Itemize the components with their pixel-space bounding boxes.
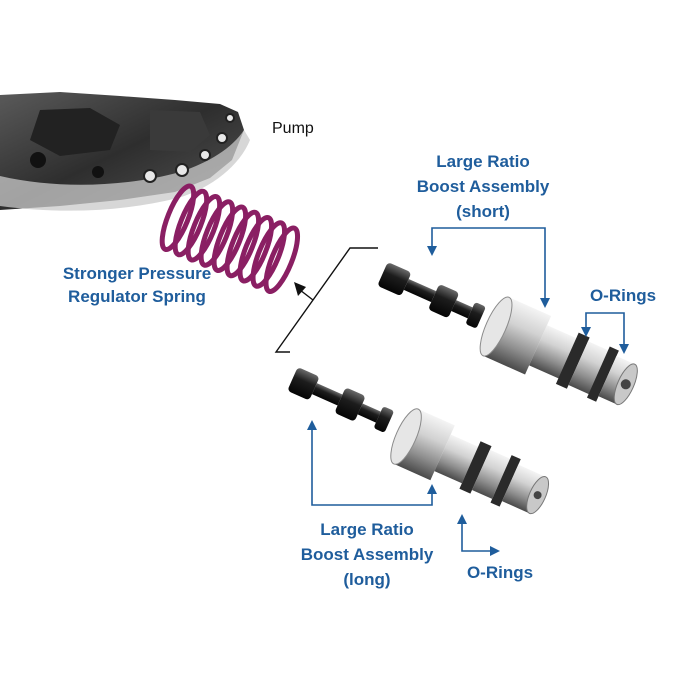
label-long-line2: Boost Assembly [301, 545, 434, 564]
arrow-head-icon [457, 514, 467, 524]
leader-short-assembly [427, 227, 550, 308]
bolt-hole-icon [225, 113, 235, 123]
label-pump: Pump [272, 120, 314, 137]
label-spring-line2: Regulator Spring [68, 287, 206, 306]
label-long-line1: Large Ratio [320, 520, 414, 539]
arrow-head-icon [294, 282, 306, 296]
arrow-head-icon [581, 327, 591, 337]
long-boost-sleeve [390, 408, 550, 515]
leader-long-assembly [307, 420, 437, 506]
label-short-line2: Boost Assembly [417, 177, 550, 196]
short-boost-sleeve [479, 296, 638, 406]
bolt-hole-icon [30, 152, 46, 168]
bolt-hole-icon [175, 163, 189, 177]
arrow-head-icon [307, 420, 317, 430]
label-short-line1: Large Ratio [436, 152, 530, 171]
arrow-head-icon [427, 246, 437, 256]
bolt-hole-icon [92, 166, 104, 178]
label-long-line3: (long) [343, 570, 390, 589]
pressure-regulator-spring [159, 183, 301, 294]
arrow-head-icon [540, 298, 550, 308]
bolt-hole-icon [143, 169, 157, 183]
leader-orings-bottom [457, 514, 500, 556]
bolt-hole-icon [216, 132, 228, 144]
leader-orings-top [581, 312, 629, 354]
label-orings-bottom: O-Rings [467, 563, 533, 582]
assembly-bracket [274, 247, 378, 353]
arrow-head-icon [427, 484, 437, 494]
long-boost-plunger [288, 368, 394, 432]
arrow-head-icon [490, 546, 500, 556]
short-boost-plunger [378, 263, 486, 328]
pump-housing [0, 92, 250, 211]
label-orings-top: O-Rings [590, 286, 656, 305]
label-spring-line1: Stronger Pressure [63, 264, 211, 283]
arrow-head-icon [619, 344, 629, 354]
bolt-hole-icon [199, 149, 211, 161]
label-short-line3: (short) [456, 202, 510, 221]
